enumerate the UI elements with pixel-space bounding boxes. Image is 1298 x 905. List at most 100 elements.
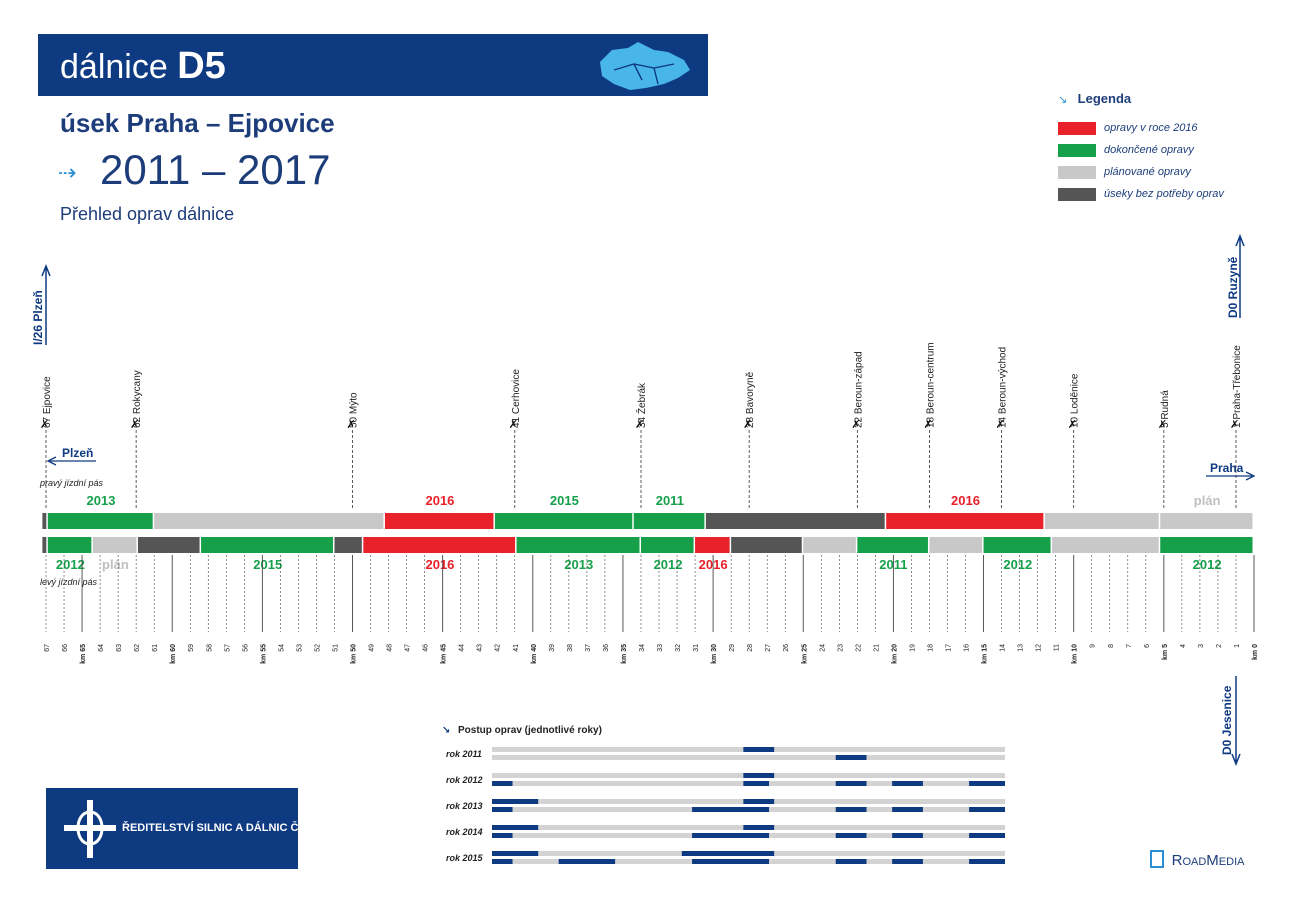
km-tick-label: 31: [693, 644, 700, 652]
km-tick-label: 2: [1216, 644, 1223, 648]
progress-bar: [692, 807, 770, 812]
progress-bar: [835, 755, 867, 760]
lane-segment: [47, 537, 92, 553]
km-tick-label: 37: [585, 644, 592, 652]
exit-icon: ✗: [1158, 419, 1167, 431]
lane-segment: [334, 537, 362, 553]
legend-swatch: [1058, 144, 1096, 157]
km-tick-label: km 65: [80, 644, 87, 664]
arrow-left-icon: [46, 456, 96, 466]
progress-bar: [743, 825, 775, 830]
rsd-logo: ŘEDITELSTVÍ SILNIC A DÁLNIC ČR: [46, 788, 306, 869]
legend-title: Legenda: [1077, 91, 1132, 106]
arrow-right-icon: [1206, 471, 1256, 481]
lane-segment: [886, 513, 1044, 529]
km-tick-label: 54: [278, 644, 285, 652]
progress-bar: [892, 781, 923, 786]
lane-segment: [1160, 537, 1253, 553]
lane-segment: [92, 537, 137, 553]
lane-segment: [640, 537, 694, 553]
czech-map-icon: [600, 42, 690, 90]
km-tick-label: 39: [549, 644, 556, 652]
km-tick-label: 23: [837, 644, 844, 652]
right-lane-label: pravý jízdní pás: [39, 478, 104, 488]
exit-icon: ✗: [923, 419, 932, 431]
km-tick-label: 26: [783, 644, 790, 652]
segment-year-label: 2016: [951, 493, 980, 508]
km-tick-label: 67: [44, 644, 51, 652]
km-tick-label: 33: [657, 644, 664, 652]
exit-label: 28 Bavoryně: [745, 371, 756, 428]
direction-right-bottom: D0 Jesenice: [1220, 685, 1234, 755]
dotted-arrow-icon: ⇢: [58, 160, 77, 185]
segment-year-label: plán: [1194, 493, 1221, 508]
lane-segment: [705, 513, 885, 529]
km-tick-label: 46: [423, 644, 430, 652]
progress-arrow-icon: ↘: [442, 725, 450, 736]
progress-bar: [835, 807, 867, 812]
progress-bar: [892, 833, 923, 838]
km-tick-label: 27: [765, 644, 772, 652]
progress-bar: [892, 859, 923, 864]
direction-plzen: Plzeň: [62, 446, 93, 460]
exit-label: 62 Rokycany: [132, 370, 143, 428]
km-tick-label: 51: [332, 644, 339, 652]
km-tick-label: 56: [242, 644, 249, 652]
progress-bar: [681, 851, 775, 856]
km-tick-label: 1: [1234, 644, 1241, 648]
legend-swatch: [1058, 122, 1096, 135]
km-tick-label: 17: [945, 644, 952, 652]
progress-row-label: rok 2013: [446, 801, 483, 811]
exit-label: 14 Beroun-východ: [998, 347, 1009, 428]
lane-segment: [201, 537, 333, 553]
legend-label: dokončené opravy: [1104, 144, 1194, 156]
lane-segment: [384, 513, 494, 529]
exit-icon: ✗: [743, 419, 752, 431]
progress-bar: [492, 825, 539, 830]
km-tick-label: 49: [369, 644, 376, 652]
km-tick-label: 16: [964, 644, 971, 652]
years-range: 2011 – 2017: [100, 146, 331, 193]
legend-arrow-icon: ↘: [1058, 94, 1068, 106]
km-tick-label: 6: [1144, 644, 1151, 648]
page-subtitle: úsek Praha – Ejpovice: [60, 108, 335, 138]
km-tick-label: 62: [134, 644, 141, 652]
exit-icon: ✗: [996, 419, 1005, 431]
progress-bar: [492, 807, 513, 812]
km-tick-label: 14: [1000, 644, 1007, 652]
lane-segment: [633, 513, 705, 529]
roadmedia-icon: [1150, 850, 1164, 868]
exit-label: 18 Beroun-centrum: [925, 342, 936, 428]
lane-segment: [1160, 513, 1253, 529]
km-tick-label: 38: [567, 644, 574, 652]
km-tick-label: km 15: [982, 644, 989, 664]
segment-year-label: 2012: [1193, 557, 1222, 572]
lane-segment: [929, 537, 983, 553]
km-tick-label: 8: [1108, 644, 1115, 648]
segment-year-label: 2013: [564, 557, 593, 572]
km-tick-label: 36: [603, 644, 610, 652]
km-tick-label: 47: [405, 644, 412, 652]
left-lane-label: levý jízdní pás: [40, 577, 98, 587]
km-tick-label: km 5: [1162, 644, 1169, 660]
legend-label: úseky bez potřeby oprav: [1104, 188, 1224, 200]
progress-bar: [692, 859, 770, 864]
lane-segment: [47, 513, 153, 529]
direction-praha: Praha: [1210, 461, 1244, 475]
km-tick-label: 28: [747, 644, 754, 652]
exit-icon: ✗: [347, 419, 356, 431]
exit-label: 22 Beroun-západ: [853, 351, 864, 428]
progress-bar: [743, 781, 770, 786]
km-tick-label: 58: [206, 644, 213, 652]
km-tick-label: 7: [1126, 644, 1133, 648]
segment-year-label: 2016: [425, 493, 454, 508]
exit-icon: ✗: [130, 419, 139, 431]
progress-bar: [892, 807, 923, 812]
highway-interchange-icon: [64, 800, 116, 858]
km-tick-label: 57: [224, 644, 231, 652]
progress-bar: [492, 851, 539, 856]
segment-year-label: plán: [102, 557, 129, 572]
lane-segment: [1052, 537, 1159, 553]
